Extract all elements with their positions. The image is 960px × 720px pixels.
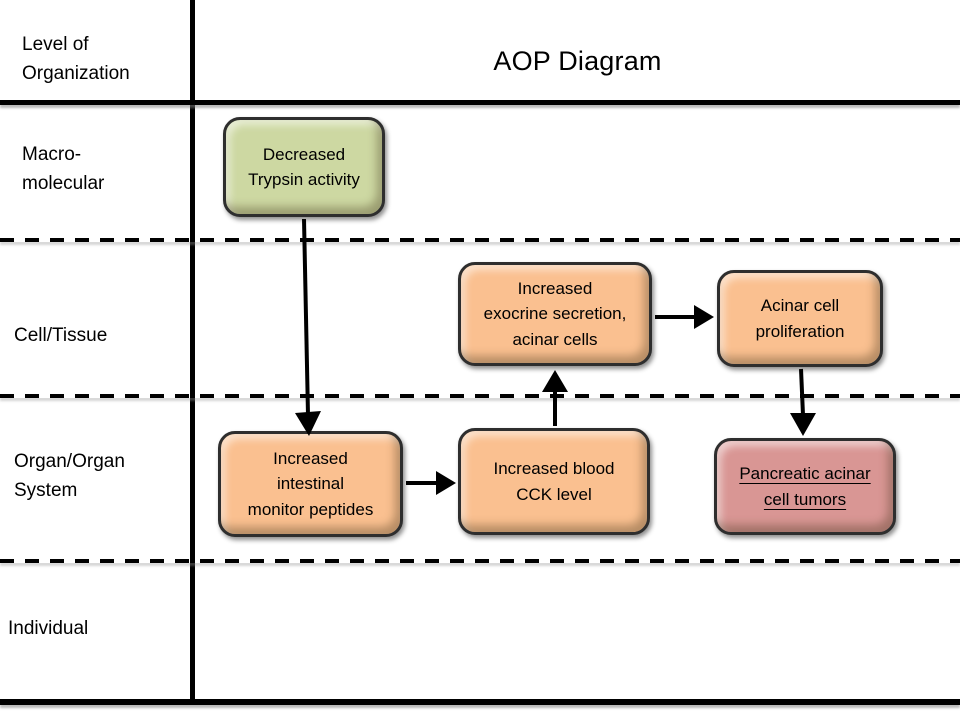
node-decreased-trypsin-activity: Decreased Trypsin activity [223, 117, 385, 217]
row-divider-organ-individual [0, 559, 960, 563]
node-label: Increased blood CCK level [493, 459, 615, 504]
bottom-border-line [0, 699, 960, 705]
node-increased-exocrine-secretion: Increased exocrine secretion, acinar cel… [458, 262, 652, 366]
row-label-cell-tissue: Cell/Tissue [14, 325, 108, 346]
node-acinar-cell-proliferation: Acinar cell proliferation [717, 270, 883, 367]
node-increased-intestinal-monitor-peptides: Increased intestinal monitor peptides [218, 431, 403, 537]
row-divider-macromolecular-celltissue [0, 238, 960, 242]
arrow-blood-cck-to-exocrine-secretion [542, 370, 568, 426]
node-pancreatic-acinar-cell-tumors: Pancreatic acinar cell tumors [714, 438, 896, 535]
row-divider-celltissue-organ [0, 394, 960, 398]
arrow-trypsin-to-intestinal-peptides [295, 218, 321, 436]
row-label-individual: Individual [8, 618, 89, 639]
node-label: Pancreatic acinar cell tumors [739, 464, 871, 509]
arrow-proliferation-to-tumors [790, 368, 816, 436]
row-label-organ-organ-system: Organ/Organ System [14, 451, 125, 501]
level-of-organization-label: Level of Organization [22, 34, 130, 85]
column-divider-line [190, 0, 195, 703]
node-label: Increased exocrine secretion, acinar cel… [483, 278, 627, 349]
row-label-macro-molecular: Macro- molecular [22, 144, 105, 194]
arrow-intestinal-peptides-to-blood-cck [406, 471, 456, 495]
node-label: Acinar cell proliferation [755, 296, 845, 341]
node-increased-blood-cck-level: Increased blood CCK level [458, 428, 650, 535]
node-label: Increased intestinal monitor peptides [247, 448, 374, 519]
diagram-title: AOP Diagram [493, 46, 662, 76]
header-divider-line [0, 100, 960, 105]
arrow-exocrine-secretion-to-proliferation [655, 305, 714, 329]
node-label: Decreased Trypsin activity [248, 144, 360, 190]
